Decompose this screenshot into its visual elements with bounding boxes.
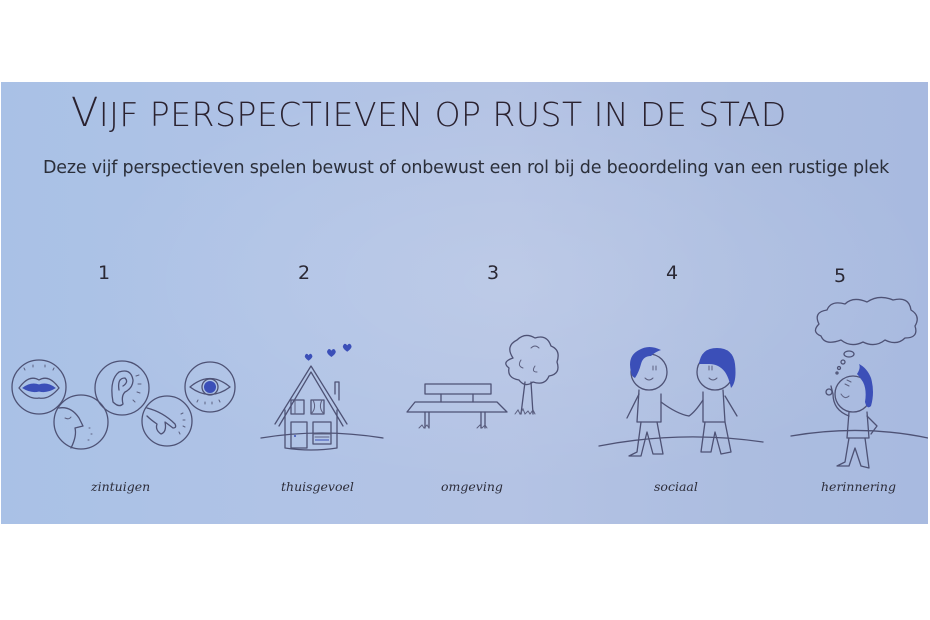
bench-and-tree-icon [406,334,559,429]
title-first-letter: V [71,90,99,136]
perspective-label: sociaal [654,479,698,494]
nose-icon [53,394,109,450]
perspective-label: omgeving [441,479,503,494]
heart-icon [304,343,352,361]
person-left [626,347,690,457]
perspective-4: 4 sociaal [591,262,771,524]
perspective-label: herinnering [821,479,896,494]
perspective-5: 5 herinnering [790,262,928,524]
house-with-hearts-icon [260,343,384,451]
ear-icon [94,360,150,416]
senses-icons [11,359,236,450]
perspective-number: 4 [666,262,679,284]
eye-icon [184,361,236,413]
slide-title: VIJF PERSPECTIEVEN OP RUST IN DE STAD [71,90,911,136]
touch-hand-icon [141,395,193,447]
thought-cloud-icon [814,296,918,375]
slide-panel: VIJF PERSPECTIEVEN OP RUST IN DE STAD De… [1,82,928,524]
mouth-icon [11,359,67,415]
perspective-number: 3 [487,262,500,284]
perspective-label: zintuigen [91,479,151,494]
perspective-2: 2 [251,262,401,524]
perspective-number: 2 [298,262,311,284]
title-rest: IJF PERSPECTIEVEN OP RUST IN DE STAD [98,95,787,134]
perspective-3: 3 omgeving [401,262,571,524]
perspective-number: 1 [98,262,111,284]
perspective-1: 1 [1,262,251,524]
two-people-holding-hands-icon [598,347,764,457]
person-with-thought-cloud-icon [790,296,928,469]
slide-subtitle: Deze vijf perspectieven spelen bewust of… [43,158,890,178]
perspective-label: thuisgevoel [281,479,354,494]
person-right [688,348,738,455]
perspective-number: 5 [834,265,847,287]
